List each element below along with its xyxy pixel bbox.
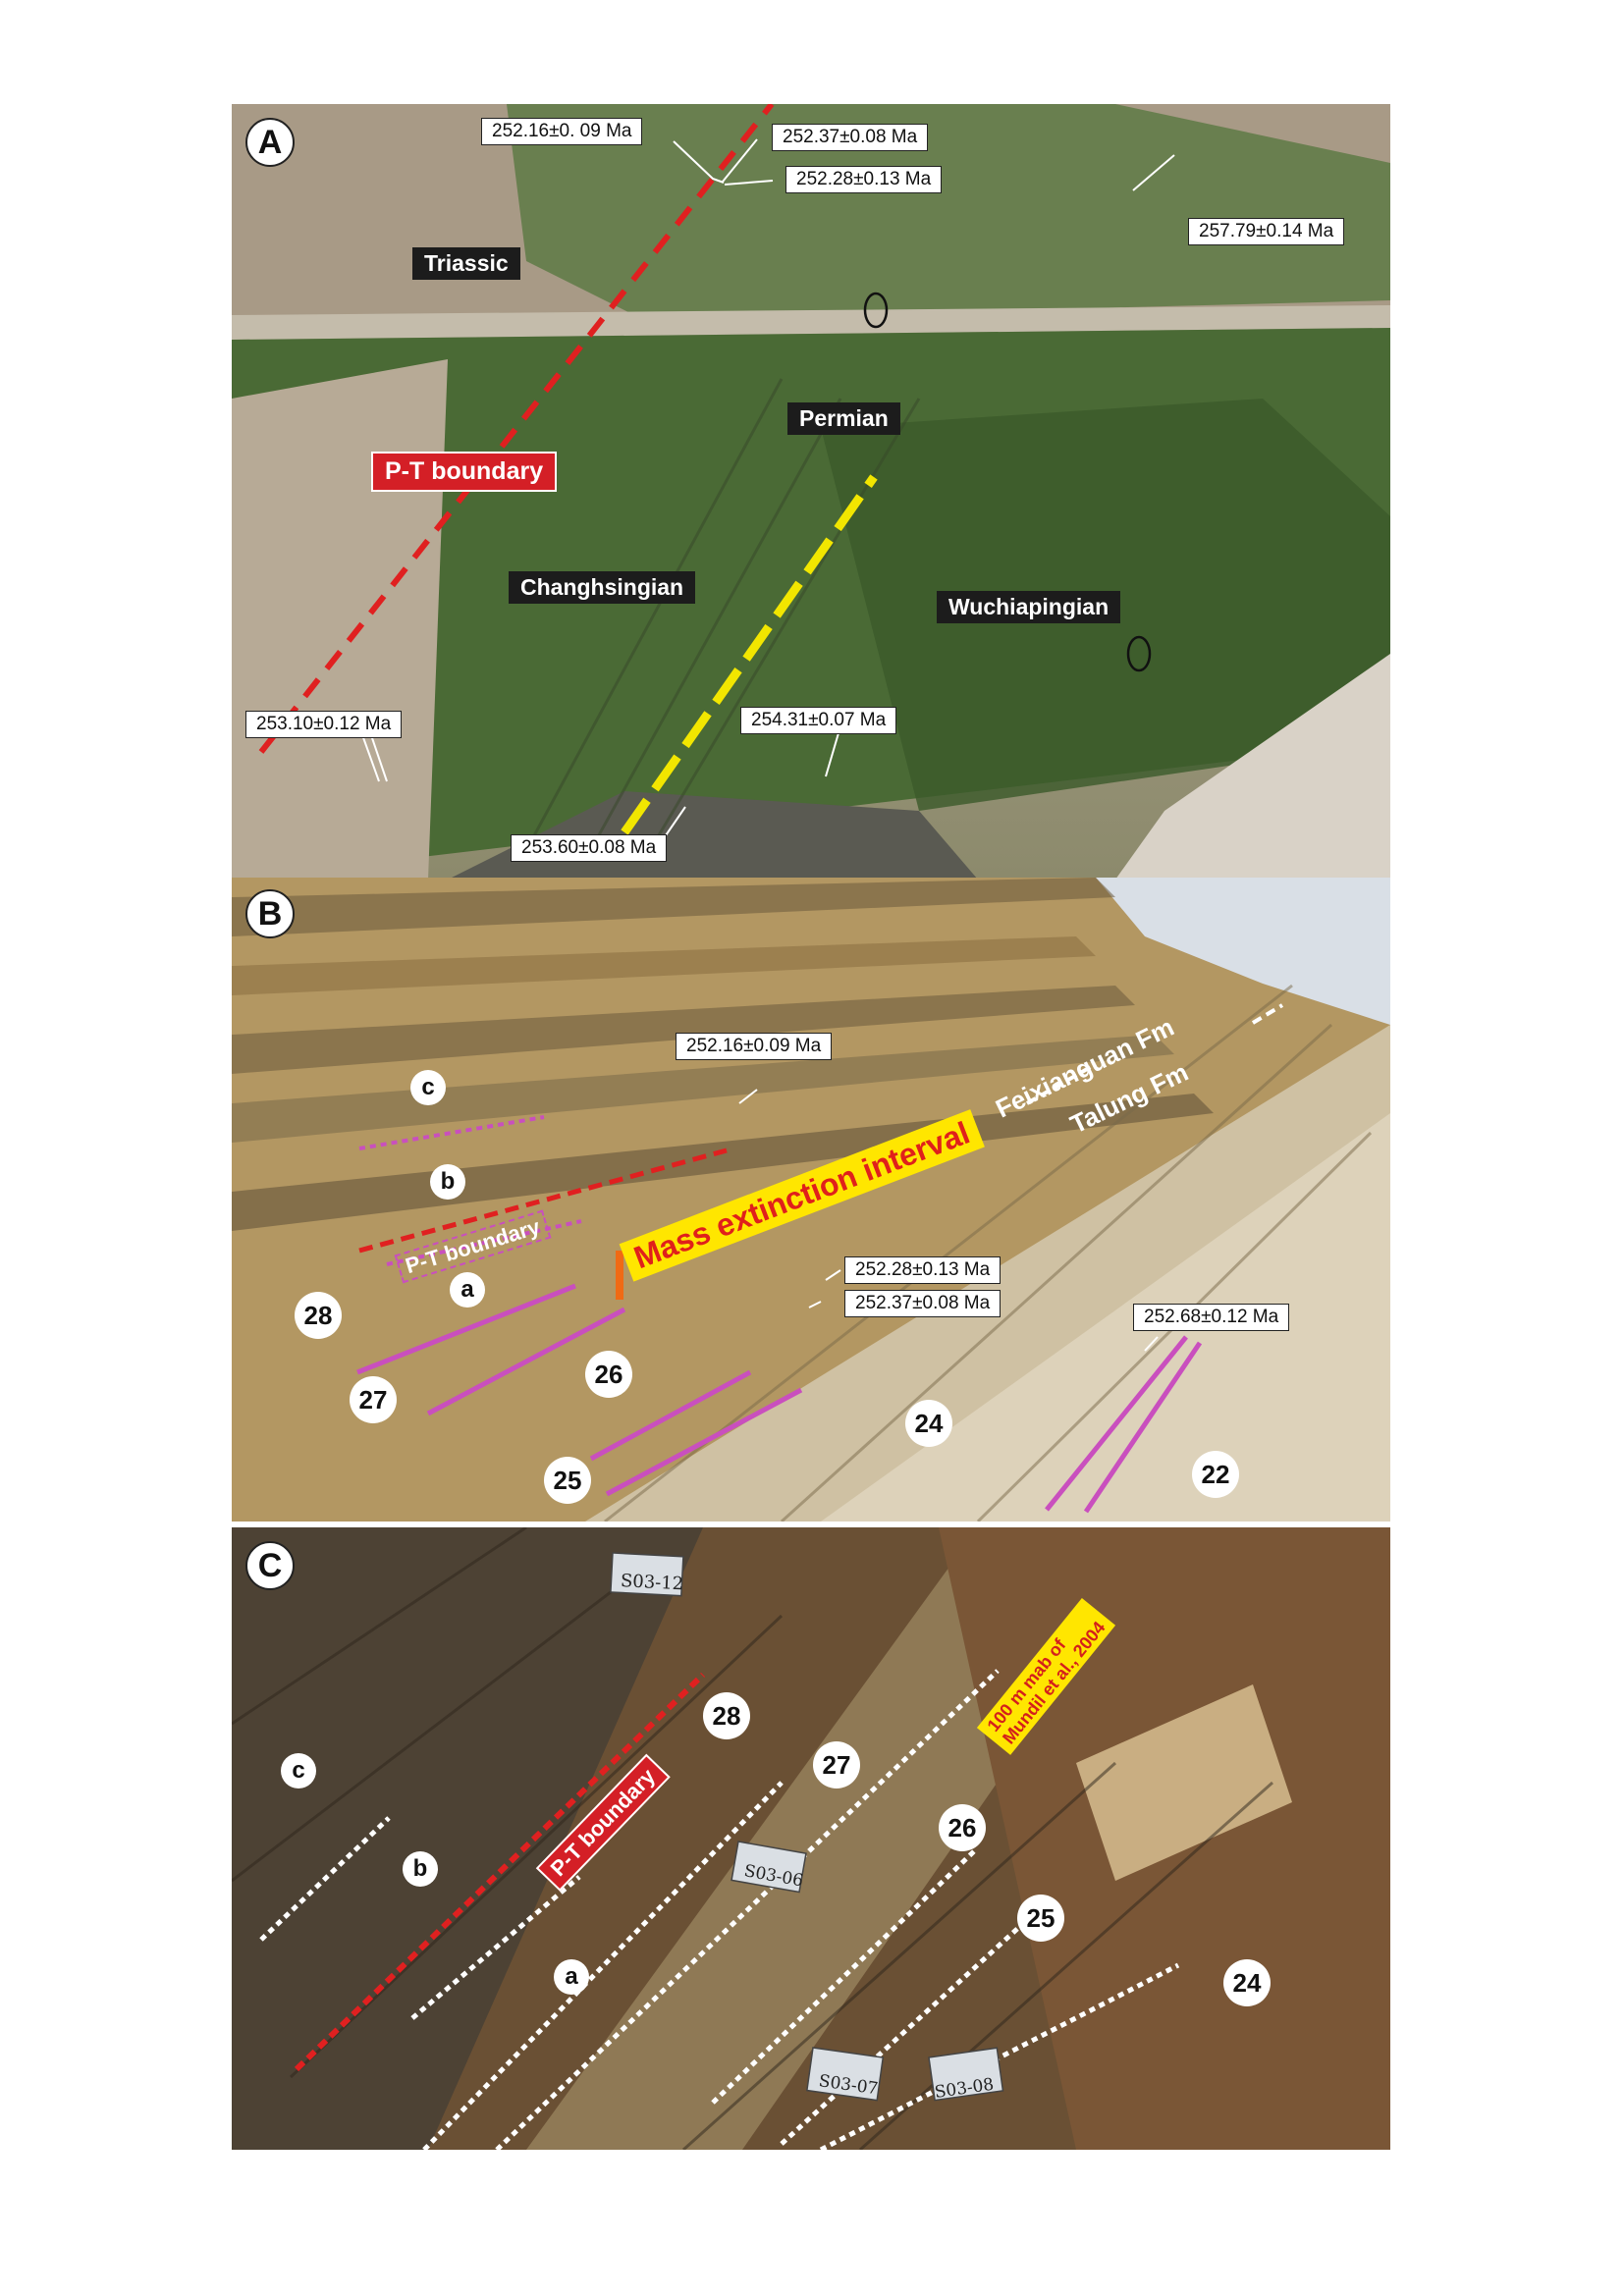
date-label: 252.16±0.09 Ma <box>676 1033 833 1060</box>
date-label: 257.79±0.14 Ma <box>1188 218 1345 245</box>
interval-a-label: a <box>554 1959 589 1995</box>
pt-boundary-label-a: P-T boundary <box>371 452 558 492</box>
panel-b-photo: B 252.16±0.09 Ma 252.28±0.13 Ma 252.37±0… <box>232 878 1390 1522</box>
bed-28-label: 28 <box>295 1292 342 1339</box>
sample-tag-s03-08 <box>928 2047 1004 2102</box>
bed-27-label: 27 <box>350 1376 397 1423</box>
bed-27-label: 27 <box>813 1741 860 1789</box>
bed-25-label: 25 <box>544 1457 591 1504</box>
wuchiapingian-label: Wuchiapingian <box>937 591 1121 623</box>
sample-tag-s03-07 <box>806 2047 885 2102</box>
bed-28-label: 28 <box>703 1692 750 1739</box>
interval-c-label: c <box>281 1753 316 1789</box>
date-label: 252.28±0.13 Ma <box>785 166 943 193</box>
date-label: 253.60±0.08 Ma <box>511 834 668 862</box>
interval-a-label: a <box>450 1272 485 1308</box>
permian-label: Permian <box>787 402 900 435</box>
bed-22-label: 22 <box>1192 1451 1239 1498</box>
sample-tag-label: S03-12 <box>620 1571 684 1595</box>
changhsingian-base-line <box>621 474 878 835</box>
interval-b-label: b <box>403 1851 438 1887</box>
outcrop-photo-c <box>232 1527 1390 2150</box>
date-label: 252.37±0.08 Ma <box>844 1290 1001 1317</box>
bed-26-label: 26 <box>585 1351 632 1398</box>
date-label: 253.10±0.12 Ma <box>245 711 403 738</box>
bed-24-label: 24 <box>1223 1959 1271 2006</box>
sample-circle-road <box>863 292 889 329</box>
triassic-label: Triassic <box>412 247 520 280</box>
panel-letter-b: B <box>245 889 295 938</box>
pt-boundary-line-c <box>294 1672 706 2072</box>
bed-24-label: 24 <box>905 1400 952 1447</box>
panel-c-photo: C S03-12 S03-06 S03-07 S03-08 P-T bounda… <box>232 1527 1390 2150</box>
date-label: 252.37±0.08 Ma <box>772 124 929 151</box>
panel-a-photo: A 252.16±0. 09 Ma 252.37±0.08 Ma 252.28±… <box>232 104 1390 880</box>
interval-c-label: c <box>410 1070 446 1105</box>
panel-letter-a: A <box>245 118 295 167</box>
changhsingian-label: Changhsingian <box>509 571 696 604</box>
sample-tag-s03-06 <box>731 1841 807 1894</box>
date-label: 252.68±0.12 Ma <box>1133 1304 1290 1331</box>
interval-b-label: b <box>430 1164 465 1200</box>
sample-tag-s03-12 <box>610 1552 684 1597</box>
date-label: 254.31±0.07 Ma <box>740 707 897 734</box>
panel-letter-c: C <box>245 1541 295 1590</box>
bed-25-label: 25 <box>1017 1895 1064 1942</box>
date-label: 252.16±0. 09 Ma <box>481 118 643 145</box>
pt-boundary-line-a <box>258 104 775 754</box>
sample-circle-wuchiapingian <box>1126 635 1152 672</box>
date-label: 252.28±0.13 Ma <box>844 1256 1001 1284</box>
bed-26-label: 26 <box>939 1804 986 1851</box>
